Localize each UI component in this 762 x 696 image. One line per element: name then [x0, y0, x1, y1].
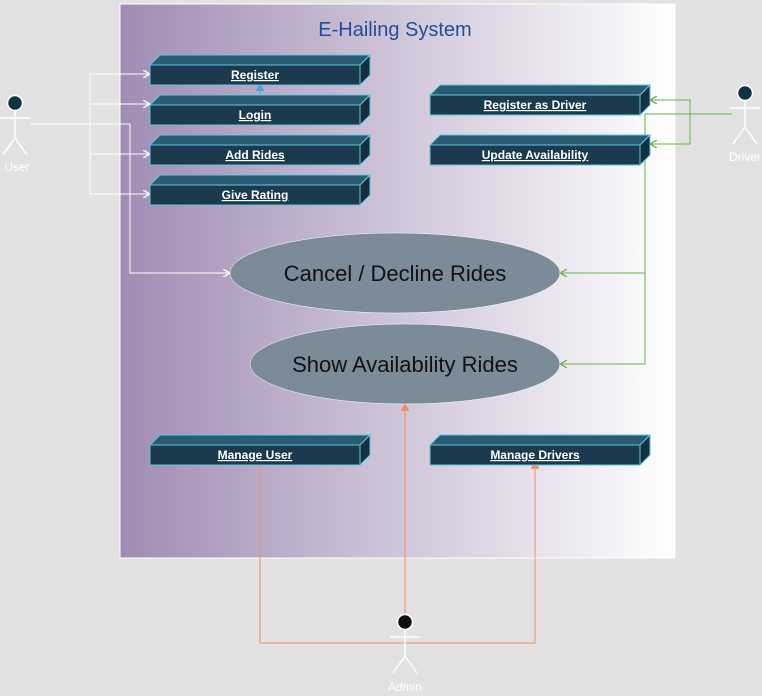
connector-user-cancel — [90, 123, 230, 273]
actor-driver-head-icon — [736, 84, 754, 102]
system-title: E-Hailing System — [318, 19, 471, 41]
use-case-cancel-decline[interactable]: Cancel / Decline Rides — [229, 232, 561, 314]
use-case-add-rides[interactable]: Add Rides — [148, 133, 372, 167]
use-case-login-label: Login — [239, 108, 272, 122]
actor-admin[interactable]: Admin — [388, 613, 422, 695]
actor-user[interactable]: User — [0, 94, 30, 175]
use-case-register[interactable]: Register — [148, 53, 372, 87]
connector-admin-manage-user — [260, 458, 405, 644]
connector-driver-show — [560, 273, 646, 364]
actor-driver-label: Driver — [729, 150, 761, 164]
use-case-show-availability-label: Show Availability Rides — [292, 352, 518, 377]
use-case-register-driver-label: Register as Driver — [484, 98, 587, 112]
admin-connectors — [260, 404, 535, 644]
user-connectors — [30, 74, 230, 273]
connector-driver-cancel — [560, 113, 690, 273]
connector-user-register — [30, 74, 150, 125]
actor-driver[interactable]: Driver — [729, 84, 761, 165]
use-case-manage-drivers-label: Manage Drivers — [490, 448, 580, 462]
actor-admin-label: Admin — [388, 680, 422, 694]
actor-admin-head-icon — [396, 613, 414, 631]
connector-user-login — [89, 104, 150, 124]
use-case-manage-drivers[interactable]: Manage Drivers — [428, 433, 652, 467]
connector-driver-register — [650, 100, 732, 115]
use-case-cancel-decline-label: Cancel / Decline Rides — [284, 261, 507, 286]
use-case-register-label: Register — [231, 68, 279, 82]
use-case-manage-user-label: Manage User — [218, 448, 293, 462]
connector-admin-manage-drivers — [405, 462, 535, 644]
use-case-manage-user[interactable]: Manage User — [148, 433, 372, 467]
use-case-add-rides-label: Add Rides — [225, 148, 285, 162]
use-case-update-availability-label: Update Availability — [482, 148, 589, 162]
use-case-show-availability[interactable]: Show Availability Rides — [249, 323, 561, 405]
actor-user-label: User — [4, 160, 29, 174]
connector-driver-update — [650, 114, 691, 144]
use-case-give-rating[interactable]: Give Rating — [148, 173, 372, 207]
use-case-give-rating-label: Give Rating — [222, 188, 289, 202]
use-case-update-availability[interactable]: Update Availability — [428, 133, 652, 167]
use-case-register-driver[interactable]: Register as Driver — [428, 83, 652, 117]
actor-user-head-icon — [6, 94, 24, 112]
use-case-login[interactable]: Login — [148, 93, 372, 127]
driver-connectors — [560, 100, 732, 364]
